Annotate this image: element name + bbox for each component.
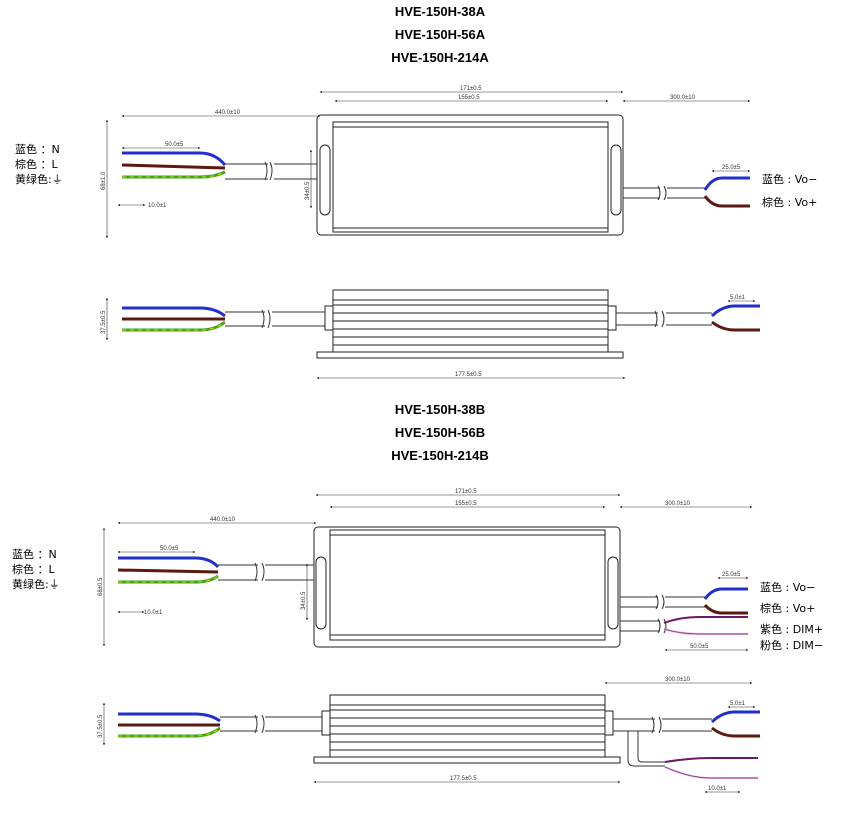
label-a-input-blue: 蓝色 ：N <box>15 142 60 156</box>
label-a-output-blue: 蓝色 : Vo− <box>762 172 817 186</box>
title-b-1: HVE-150H-38B <box>394 402 486 417</box>
dim-b-body-length: 155±0.5 <box>455 501 477 507</box>
dim-b-dim-strip: 50.0±5 <box>690 644 709 650</box>
view-b-side: 177.5±0.5 5.0±1 10.0±1 37.5±0.5 <box>98 694 760 794</box>
dim-a-side-height: 37.5±0.5 <box>101 310 107 334</box>
dim-b-base-length: 177.5±0.5 <box>450 776 477 782</box>
dim-a-strip-long: 50.0±5 <box>165 142 184 148</box>
title-b-3: HVE-150H-214B <box>391 448 489 463</box>
dim-a-total-width: 171±0.5 <box>460 86 482 92</box>
label-b-output-blue: 蓝色 : Vo− <box>760 580 815 594</box>
dim-a-strip-short: 10.0±1 <box>148 203 167 209</box>
label-a-input-brown: 棕色 ：L <box>15 157 58 171</box>
label-a-output-brown: 棕色 : Vo+ <box>762 195 817 209</box>
dim-b-output-cable: 300.0±10 <box>665 501 691 507</box>
view-b-top: 171±0.5 155±0.5 300.0±10 440.0±10 50.0±5… <box>12 489 823 685</box>
label-b-output-pink: 粉色 : DIM− <box>760 638 823 652</box>
label-b-input-brown: 棕色 ：L <box>12 562 55 576</box>
title-a-2: HVE-150H-56A <box>394 27 486 42</box>
dim-b-side-height: 37.5±0.5 <box>98 714 104 738</box>
dim-a-input-cable: 440.0±10 <box>215 110 241 116</box>
dim-b-dim-tip: 10.0±1 <box>708 786 727 792</box>
dim-a-output-strip: 25.0±5 <box>722 165 741 171</box>
dim-b-mount-hole: 34±0.5 <box>301 591 307 610</box>
view-a-side: 177.5±0.5 5.0±1 37.5±0.5 <box>101 289 760 380</box>
view-a-top: 171±0.5 155±0.5 300.0±10 440.0±10 50.0±5… <box>15 86 817 239</box>
dim-b-dim-cable: 300.0±10 <box>665 677 691 683</box>
dim-b-strip-long: 50.0±5 <box>160 546 179 552</box>
dim-b-tin-tip: 5.0±1 <box>730 701 746 707</box>
dim-b-input-cable: 440.0±10 <box>210 517 236 523</box>
label-a-input-ground: 黄绿色:⏚ <box>15 172 63 186</box>
dim-b-total-width: 171±0.5 <box>455 489 477 495</box>
dim-a-output-cable: 300.0±10 <box>670 95 696 101</box>
title-a-1: HVE-150H-38A <box>394 4 486 19</box>
dim-a-height: 68±1.0 <box>101 171 107 190</box>
dim-b-strip-short: 10.0±1 <box>144 610 163 616</box>
label-b-output-purple: 紫色 : DIM+ <box>760 622 823 636</box>
dim-a-body-length: 155±0.5 <box>458 95 480 101</box>
dim-b-height: 68±0.5 <box>98 577 104 596</box>
dim-a-tin-tip: 5.0±1 <box>730 295 746 301</box>
label-b-input-blue: 蓝色 ：N <box>12 547 57 561</box>
label-b-output-brown: 棕色 : Vo+ <box>760 601 815 615</box>
title-a-3: HVE-150H-214A <box>391 50 489 65</box>
dim-a-base-length: 177.5±0.5 <box>455 372 482 378</box>
title-b-2: HVE-150H-56B <box>394 425 486 440</box>
dim-a-mount-hole: 34±0.5 <box>305 181 311 200</box>
label-b-input-ground: 黄绿色:⏚ <box>12 577 60 591</box>
dim-b-output-strip: 25.0±5 <box>722 572 741 578</box>
